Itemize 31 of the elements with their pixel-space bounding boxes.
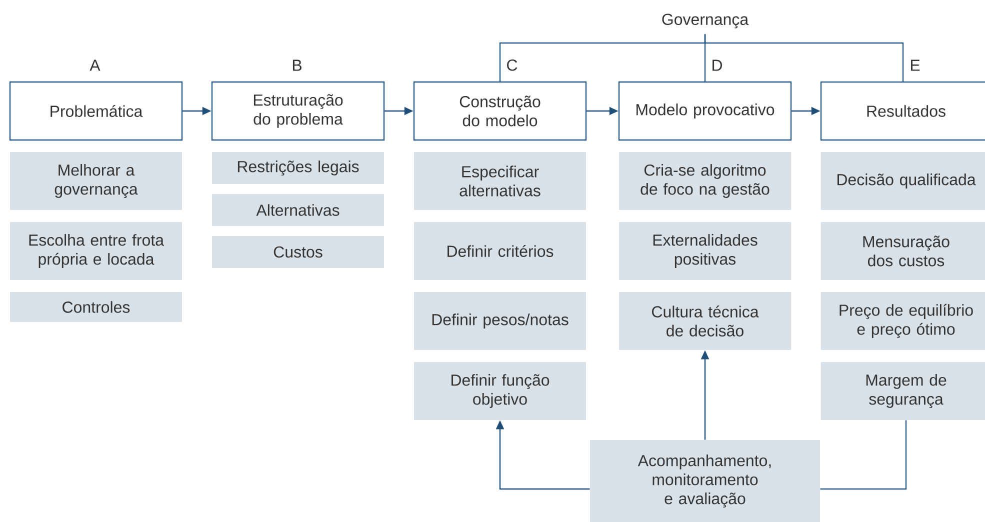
column-letter: C: [507, 59, 518, 71]
info-box: Definir critérios: [414, 222, 586, 280]
info-box: Mensuração dos custos: [821, 222, 985, 280]
process-box: Construção do modelo: [413, 81, 587, 141]
column-letter: E: [911, 60, 920, 71]
info-box: Cultura técnica de decisão: [619, 292, 791, 350]
info-box: Alternativas: [212, 194, 384, 226]
info-box: Definir função objetivo: [414, 362, 586, 420]
info-box: Margem de segurança: [821, 362, 985, 420]
info-box: Custos: [212, 236, 384, 268]
info-box: Preço de equilíbrio e preço ótimo: [821, 292, 985, 350]
column-letter: A: [90, 60, 100, 71]
process-box: Modelo provocativo: [618, 81, 792, 141]
info-box: Cria-se algoritmo de foco na gestão: [619, 152, 791, 210]
info-box: Escolha entre frota própria e locada: [10, 222, 182, 280]
info-box: Decisão qualificada: [821, 152, 985, 210]
info-box: Acompanhamento, monitoramento e avaliação: [590, 440, 820, 522]
process-box: Resultados: [820, 81, 985, 141]
info-box: Melhorar a governança: [10, 152, 182, 210]
info-box: Controles: [10, 292, 182, 322]
column-letter: D: [712, 60, 722, 71]
connector: [704, 34, 904, 82]
process-box: Estruturação do problema: [211, 81, 385, 141]
column-letter: B: [292, 60, 302, 71]
connector: [820, 420, 907, 490]
info-box: Especificar alternativas: [414, 152, 586, 210]
info-box: Definir pesos/notas: [414, 292, 586, 350]
info-box: Externalidades positivas: [619, 222, 791, 280]
info-box: Restrições legais: [212, 152, 384, 184]
process-box: Problemática: [9, 81, 183, 141]
heading-text: Governança: [662, 14, 749, 28]
